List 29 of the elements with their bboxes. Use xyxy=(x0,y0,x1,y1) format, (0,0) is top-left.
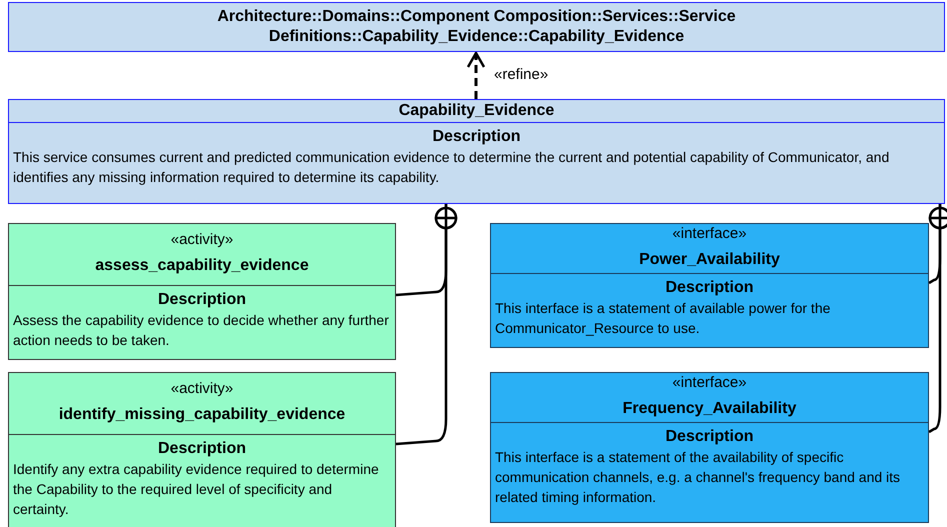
element-name: Power_Availability xyxy=(639,250,780,270)
description-text: This interface is a statement of the availability of specific communication channels, e.g. a channel's frequency band and its related timing information. xyxy=(494,448,902,507)
class-box xyxy=(490,223,929,348)
stereotype: «interface» xyxy=(672,373,747,392)
class-box xyxy=(490,372,929,523)
refine-arrow xyxy=(466,52,486,99)
section-heading: Description xyxy=(156,290,247,310)
section-heading: Description xyxy=(664,278,754,298)
package-box xyxy=(8,2,945,52)
stereotype: «activity» xyxy=(170,230,234,249)
section-heading: Description xyxy=(156,439,247,459)
section-heading: Description xyxy=(664,427,754,447)
description-text: Identify any extra capability evidence required to determine the Capability to the required level of specificity and certainty. xyxy=(12,460,380,519)
description-text: This interface is a statement of available power for the Communicator_Resource to use. xyxy=(494,299,832,338)
service-box xyxy=(8,99,945,204)
element-name: Capability_Evidence xyxy=(398,101,554,121)
package-path: Architecture::Domains::Component Composition::Services::Service Definitions::Capability_Evidence::Capability_Evidence xyxy=(216,7,737,47)
element-name: assess_capability_evidence xyxy=(95,256,309,276)
composition-connector xyxy=(396,204,458,446)
description-text: Assess the capability evidence to decide whether any further action needs to be taken. xyxy=(12,311,390,350)
element-name: Frequency_Availability xyxy=(622,399,796,419)
composition-connector xyxy=(928,204,947,434)
stereotype: «activity» xyxy=(170,379,234,398)
class-box xyxy=(8,223,396,360)
description-text: This service consumes current and predicted communication evidence to determine the current and potential capability of Communicator, and identifies any missing information required to determine its capability. xyxy=(12,148,890,187)
section-heading: Description xyxy=(431,127,522,147)
stereotype: «interface» xyxy=(672,224,747,243)
element-name: identify_missing_capability_evidence xyxy=(58,405,346,425)
class-box xyxy=(8,372,396,527)
